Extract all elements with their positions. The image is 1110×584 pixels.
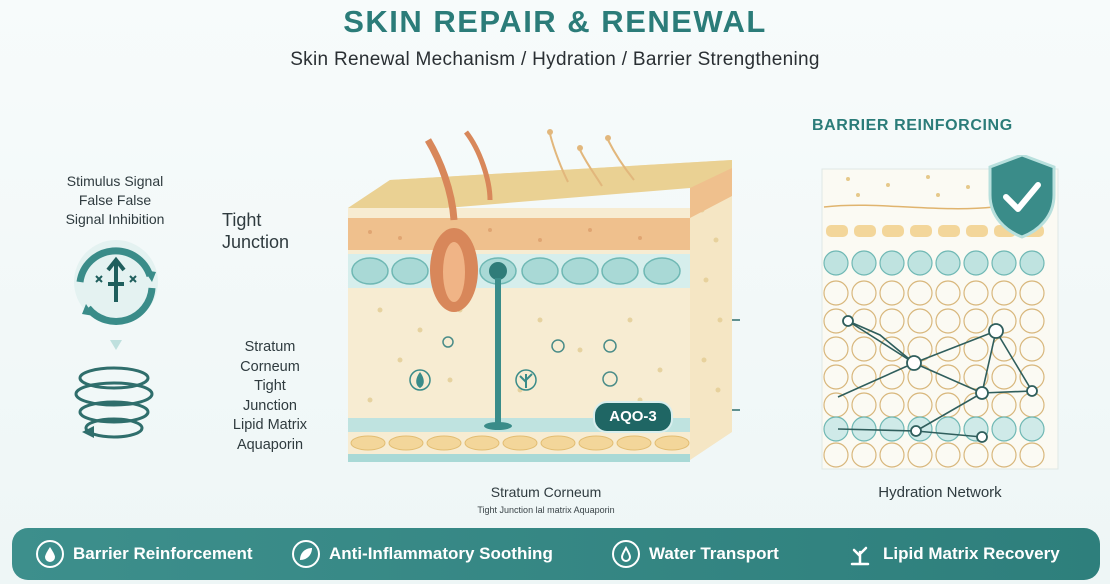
droplet-icon xyxy=(36,540,64,568)
layer-label: Lipid Matrix xyxy=(232,417,308,433)
shield-check-icon xyxy=(988,155,1056,239)
feature-lipid-matrix-recovery: Lipid Matrix Recovery xyxy=(846,534,1060,574)
sprout-icon xyxy=(846,540,874,568)
layer-label: Corneum xyxy=(240,358,300,375)
layer-label: Aquaporin xyxy=(236,436,304,453)
center-caption: Stratum Corneum xyxy=(490,484,602,500)
hydration-network-diagram xyxy=(821,155,1059,470)
signal-line: False False xyxy=(78,192,152,208)
hydration-network-caption: Hydration Network xyxy=(878,484,1002,501)
feature-label: Water Transport xyxy=(649,544,779,563)
arrow-down-icon xyxy=(110,340,122,350)
layer-label: Tight xyxy=(254,378,286,394)
signal-line: Stimulus Signal xyxy=(66,173,164,189)
signal-label: Stimulus Signal False False Signal Inhib… xyxy=(40,172,190,229)
signal-cycle-icon xyxy=(74,240,158,325)
page-subtitle: Skin Renewal Mechanism / Hydration / Bar… xyxy=(290,49,820,70)
feature-barrier-reinforcement: Barrier Reinforcement xyxy=(36,534,253,574)
feature-water-transport: Water Transport xyxy=(612,534,779,574)
leaf-icon xyxy=(409,369,431,391)
tight-junction-label: Tight Junction xyxy=(222,210,290,252)
center-caption-small: Tight Junction lal matrix Aquaporin xyxy=(477,505,615,515)
layer-label: Junction xyxy=(242,397,297,414)
page-title: SKIN REPAIR & RENEWAL xyxy=(343,4,767,39)
feature-label: Anti-Inflammatory Soothing xyxy=(329,544,553,563)
water-drop-icon xyxy=(612,540,640,568)
signal-icons xyxy=(74,240,158,439)
feature-anti-inflammatory: Anti-Inflammatory Soothing xyxy=(292,534,553,574)
layer-labels: Stratum Corneum Tight Junction Lipid Mat… xyxy=(220,338,320,455)
aqo-3-badge: AQO-3 xyxy=(593,401,673,433)
spiral-icon xyxy=(74,366,154,439)
layer-label: Stratum xyxy=(244,339,296,355)
sprout-icon xyxy=(515,369,537,391)
signal-line: Signal Inhibition xyxy=(65,211,165,227)
feature-label: Barrier Reinforcement xyxy=(73,544,253,563)
feature-label: Lipid Matrix Recovery xyxy=(883,544,1060,563)
leaf-icon xyxy=(292,540,320,568)
barrier-title: BARRIER REINFORCING xyxy=(812,117,1013,134)
feature-bar xyxy=(12,528,1100,580)
skin-cross-section xyxy=(348,129,740,462)
